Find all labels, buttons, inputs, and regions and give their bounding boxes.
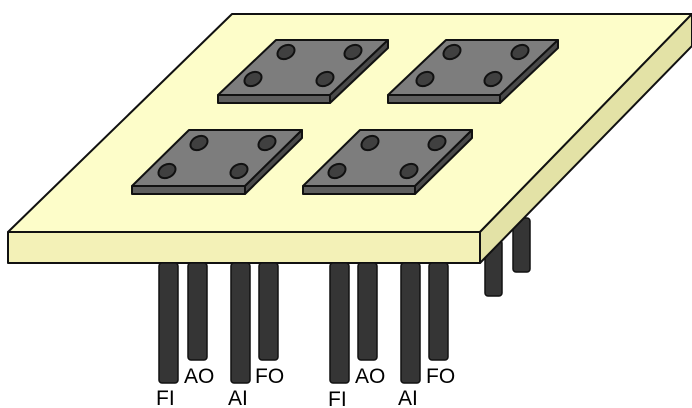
- label-fo-left: FO: [255, 365, 284, 388]
- pad-hole: [427, 134, 447, 152]
- label-ai-right: AI: [398, 387, 418, 408]
- pin-fi-right: [329, 262, 350, 384]
- pad-hole: [257, 134, 277, 152]
- label-ai-left: AI: [228, 387, 248, 408]
- pin-fo-left: [258, 262, 279, 361]
- pad-hole: [510, 43, 530, 61]
- label-fi-right: FI: [328, 388, 347, 408]
- pad-hole: [483, 70, 503, 88]
- pad-hole: [229, 162, 249, 180]
- pad-front-right: [302, 129, 473, 195]
- pad-hole: [399, 162, 419, 180]
- pad-hole: [415, 70, 435, 88]
- board-side-face: [479, 13, 692, 264]
- pad-hole: [343, 43, 363, 61]
- pad-back-right: [387, 39, 559, 104]
- pin-labels: AO FO AO FO FI AI FI AI: [156, 365, 455, 408]
- front-pins: [158, 262, 449, 384]
- pad-hole: [243, 70, 263, 88]
- pads: [131, 39, 559, 195]
- label-fo-right: FO: [426, 365, 455, 388]
- pin-fi-left: [158, 262, 179, 384]
- label-ao-left: AO: [184, 365, 214, 388]
- pad-back-left: [217, 39, 389, 104]
- label-ao-right: AO: [355, 365, 385, 388]
- pin-fo-right: [428, 262, 449, 361]
- pad-hole: [157, 162, 177, 180]
- pad-hole: [276, 43, 296, 61]
- pad-hole: [315, 70, 335, 88]
- pin-ai-left: [230, 262, 251, 384]
- pad-hole: [189, 134, 209, 152]
- pad-hole: [442, 43, 462, 61]
- pin-ai-right: [400, 262, 421, 384]
- pad-hole: [360, 134, 380, 152]
- pin-ao-left: [187, 262, 208, 361]
- pad-hole: [327, 162, 347, 180]
- pad-front-left: [131, 129, 303, 195]
- label-fi-left: FI: [156, 387, 175, 408]
- board-front-face: [7, 231, 481, 264]
- pin-ao-right: [357, 262, 378, 361]
